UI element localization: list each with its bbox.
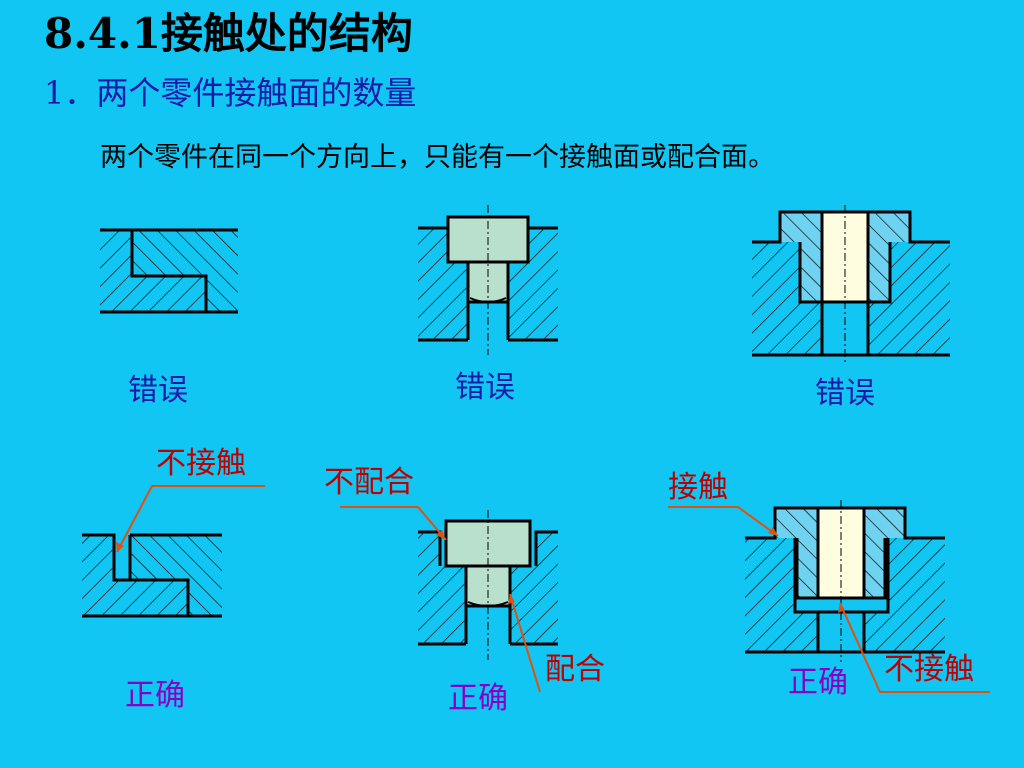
callout-fit: 配合 <box>545 652 605 687</box>
verdict-right-1: 正确 <box>125 678 185 713</box>
leader-lines <box>116 485 990 693</box>
leader-no-contact-2 <box>839 602 990 693</box>
figure-bolt-wrong <box>418 205 558 355</box>
section-heading: 1．两个零件接触面的数量 <box>44 74 417 112</box>
verdict-wrong-3: 错误 <box>815 376 875 411</box>
verdict-wrong-1: 错误 <box>128 373 188 408</box>
callout-contact: 接触 <box>668 470 728 505</box>
verdict-wrong-2: 错误 <box>455 370 515 405</box>
verdict-right-2: 正确 <box>448 681 508 716</box>
leader-arrowheads <box>116 527 845 613</box>
figure-step-right <box>82 533 222 618</box>
leader-no-fit <box>340 506 447 541</box>
figure-bushing-wrong <box>752 205 950 365</box>
figure-step-wrong <box>100 228 238 314</box>
callout-no-contact-2: 不接触 <box>884 652 974 687</box>
leader-contact <box>668 506 779 537</box>
callout-no-contact-1: 不接触 <box>156 446 246 481</box>
rule-statement: 两个零件在同一个方向上，只能有一个接触面或配合面。 <box>100 142 775 173</box>
figure-bolt-right <box>418 510 558 660</box>
verdict-right-3: 正确 <box>788 665 848 700</box>
page-title: 8.4.1接触处的结构 <box>44 9 413 58</box>
leader-fit <box>509 593 541 693</box>
leader-no-contact-1 <box>116 485 265 553</box>
callout-no-fit: 不配合 <box>324 465 414 500</box>
figure-bushing-right <box>745 500 945 662</box>
